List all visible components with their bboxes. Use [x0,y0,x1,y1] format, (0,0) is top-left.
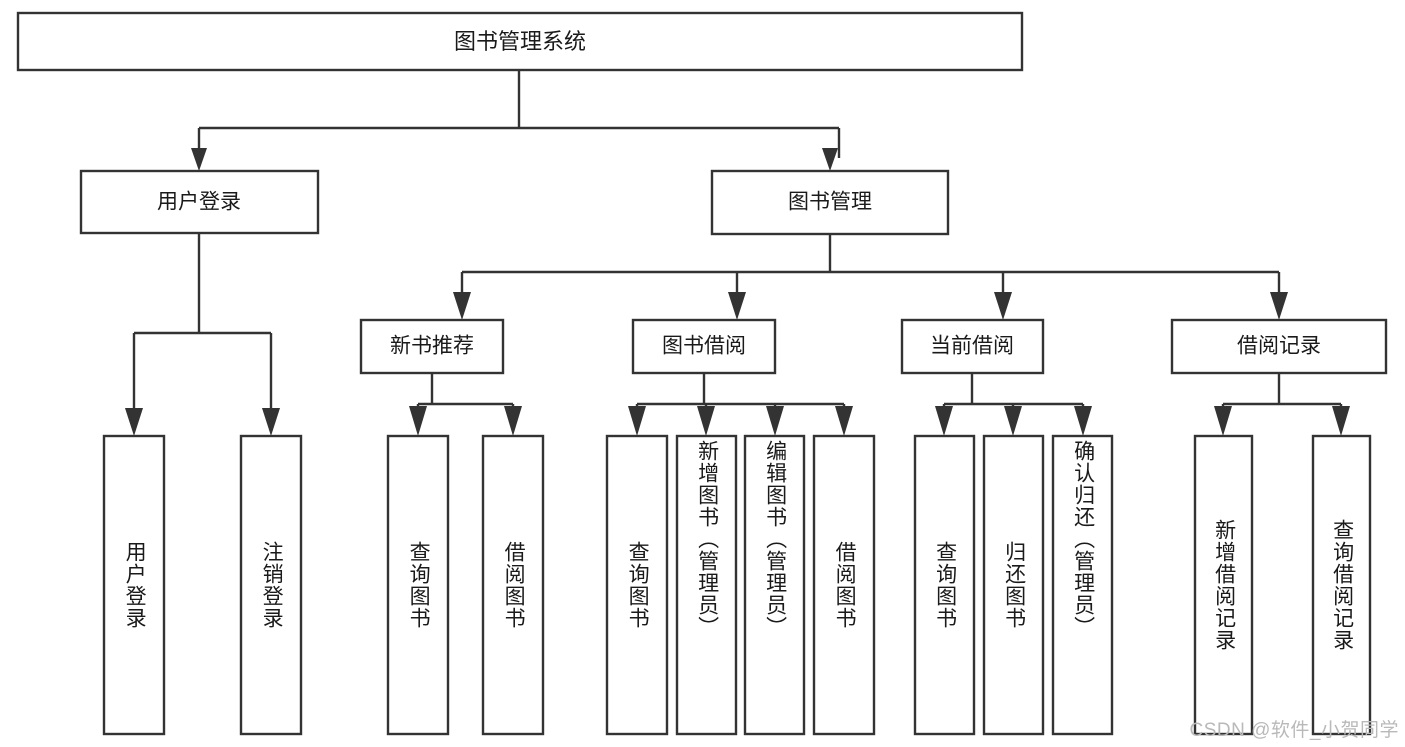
arrow-head-book-manage [822,148,838,171]
watermark-text: CSDN @软件_小贺同学 [1189,720,1399,741]
arrow-head-leaf-return-book [1004,406,1022,436]
node-box-leaf-confirm-return[interactable] [1051,434,1114,736]
node-label-root: 图书管理系统 [454,29,586,54]
arrow-head-leaf-add-book [697,406,715,436]
node-box-leaf-query-book-1[interactable] [386,434,450,736]
node-box-user-login[interactable] [79,169,320,235]
arrow-head-borrow-record [1270,292,1288,320]
node-label-book-manage: 图书管理 [788,191,872,214]
node-label-book-borrow: 图书借阅 [662,335,746,358]
arrow-head-leaf-user-login [125,408,143,436]
node-box-leaf-return-book[interactable] [982,434,1045,736]
arrow-head-leaf-query-book-1 [409,406,427,436]
node-box-book-borrow[interactable] [631,318,777,375]
arrow-head-user-login [191,148,207,171]
arrow-head-book-borrow [728,292,746,320]
arrow-head-leaf-query-book-3 [935,406,953,436]
node-label-user-login: 用户登录 [157,191,241,214]
node-label-new-book-recommend: 新书推荐 [390,335,474,358]
node-box-leaf-add-record[interactable] [1193,434,1254,736]
node-box-leaf-borrow-book-1[interactable] [481,434,545,736]
arrow-head-current-borrow [994,292,1012,320]
arrow-head-leaf-logout-login [262,408,280,436]
node-box-leaf-query-book-3[interactable] [913,434,976,736]
node-box-leaf-logout-login[interactable] [239,434,303,736]
node-box-leaf-query-book-2[interactable] [605,434,669,736]
node-box-borrow-record[interactable] [1170,318,1388,375]
node-box-leaf-query-record[interactable] [1311,434,1372,736]
arrow-head-leaf-query-record [1332,406,1350,436]
node-box-leaf-edit-book[interactable] [743,434,806,736]
connector-layer [125,70,1350,436]
node-box-root[interactable] [16,11,1024,72]
arrow-head-leaf-borrow-book-1 [504,406,522,436]
arrow-head-leaf-borrow-book-2 [835,406,853,436]
arrow-head-leaf-confirm-return [1074,406,1092,436]
arrow-head-leaf-edit-book [766,406,784,436]
node-box-leaf-borrow-book-2[interactable] [812,434,876,736]
node-layer: 图书管理系统 用户登录 图书管理 新书推荐 图书借阅 当前借阅 借阅记录 [16,11,1388,736]
node-box-leaf-user-login[interactable] [102,434,166,736]
node-label-borrow-record: 借阅记录 [1237,335,1321,358]
node-box-book-manage[interactable] [710,169,950,236]
node-box-current-borrow[interactable] [900,318,1045,375]
node-box-leaf-add-book[interactable] [675,434,738,736]
arrow-head-leaf-add-record [1214,406,1232,436]
arrow-head-new-book-recommend [453,292,471,320]
arrow-head-leaf-query-book-2 [628,406,646,436]
node-box-new-book-recommend[interactable] [359,318,505,375]
node-label-current-borrow: 当前借阅 [930,335,1014,358]
